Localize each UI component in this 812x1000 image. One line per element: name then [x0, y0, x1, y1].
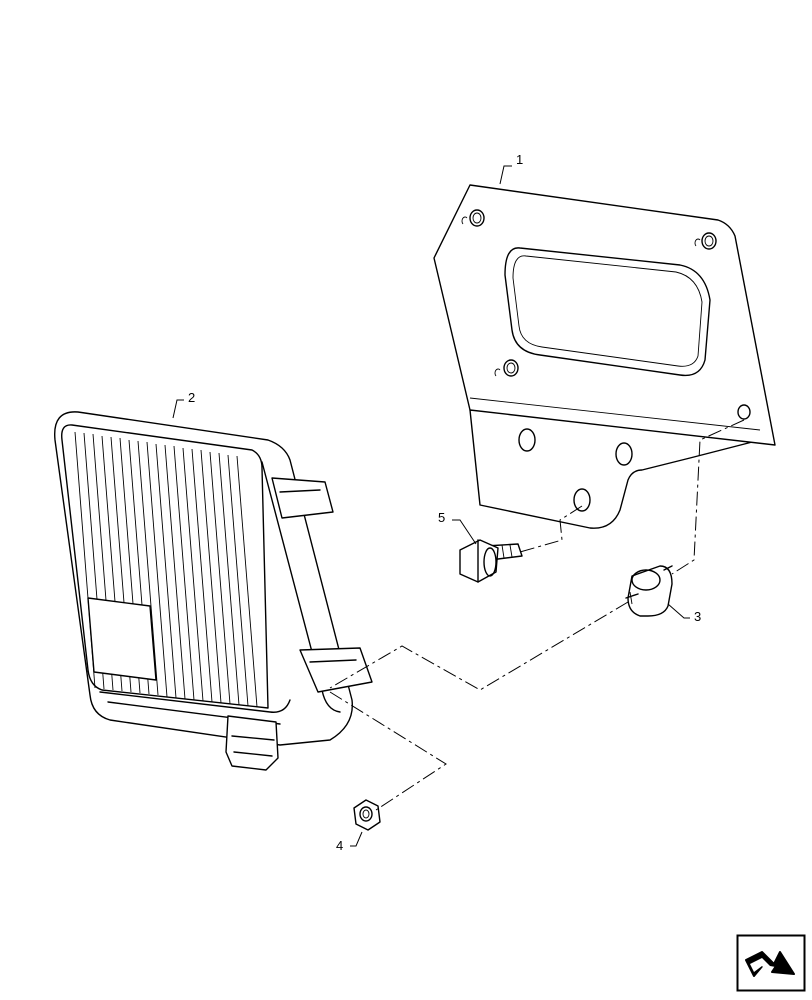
- callout-5: 5: [438, 510, 477, 545]
- callout-4: 4: [336, 831, 363, 853]
- callout-label: 4: [336, 838, 343, 853]
- assembly-center-lines: [329, 419, 745, 811]
- callout-3: 3: [667, 603, 701, 624]
- mounting-bracket: [433, 184, 776, 529]
- rubber-isolator: [625, 565, 673, 617]
- callout-2: 2: [172, 390, 195, 419]
- flange-nut: [353, 799, 381, 831]
- callout-label: 3: [694, 609, 701, 624]
- flange-bolt: [459, 539, 523, 583]
- controller-module: [54, 411, 373, 771]
- arrow-next-icon[interactable]: [736, 934, 806, 992]
- callout-1: 1: [499, 152, 523, 185]
- callout-label: 1: [516, 152, 523, 167]
- callout-label: 2: [188, 390, 195, 405]
- callout-label: 5: [438, 510, 445, 525]
